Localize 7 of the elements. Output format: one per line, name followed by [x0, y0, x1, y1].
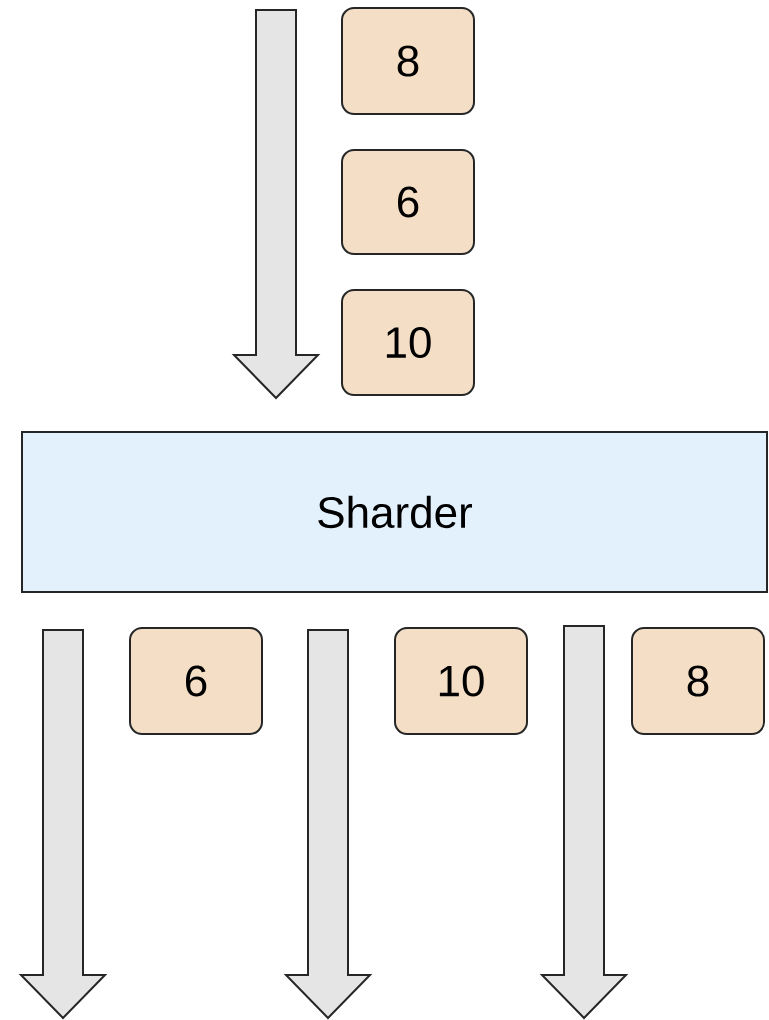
item-box: 8	[341, 7, 475, 115]
item-box: 10	[394, 627, 528, 735]
item-box: 6	[129, 627, 263, 735]
item-box: 10	[341, 289, 475, 396]
item-box: 8	[631, 627, 765, 735]
item-box: 6	[341, 149, 475, 255]
sharder-box: Sharder	[21, 431, 768, 593]
